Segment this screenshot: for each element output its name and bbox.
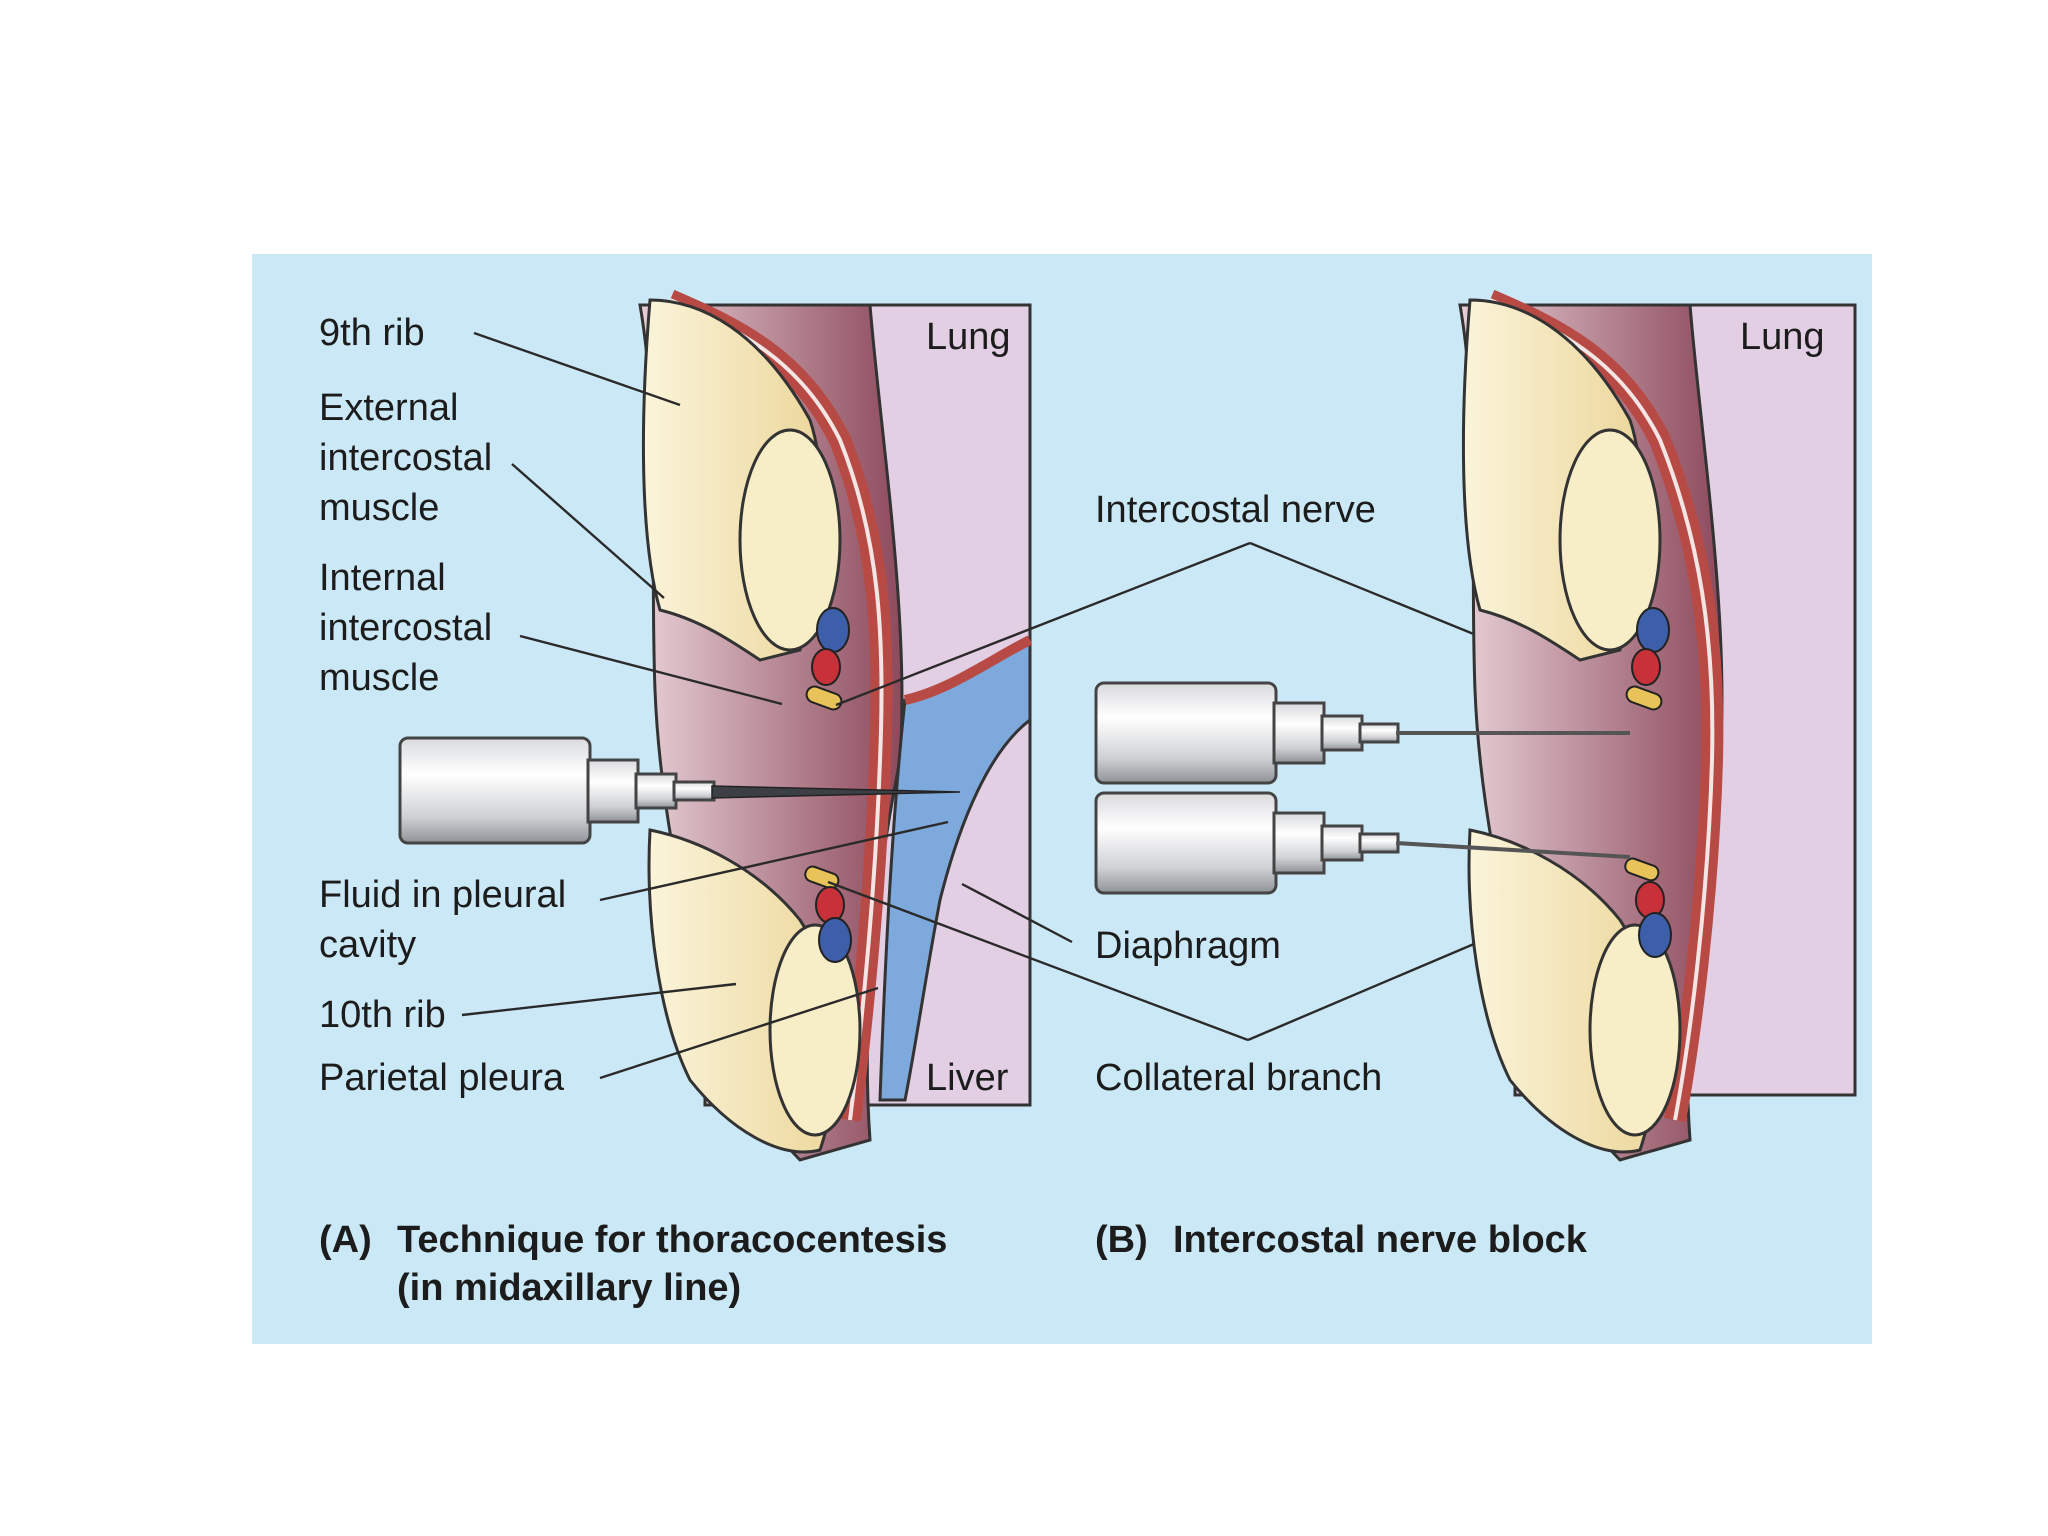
panel-a-illustration <box>398 289 1033 1162</box>
panel-b-illustration <box>1094 289 1857 1162</box>
syringe-b-upper <box>1094 681 1630 785</box>
caption-b-letter: (B) <box>1095 1219 1148 1261</box>
label-liver: Liver <box>926 1057 1009 1099</box>
artery-upper-b <box>1631 648 1661 686</box>
artery-upper-a <box>811 648 841 686</box>
nerve-lower-b <box>1624 857 1660 882</box>
label-internal-intercostal-muscle-line-2: intercostal <box>319 607 493 649</box>
caption-a: (A) Technique for thoracocentesis <box>319 1216 947 1264</box>
label-fluid-in-pleural-cavity-line-1: Fluid in pleural <box>319 874 567 916</box>
label-ninth-rib: 9th rib <box>319 312 425 354</box>
vein-upper-a <box>816 607 850 653</box>
label-diaphragm: Diaphragm <box>1095 925 1281 967</box>
vein-lower-a <box>818 917 852 963</box>
caption-a-second-line: (in midaxillary line) <box>397 1264 741 1312</box>
ninth-rib-cross-section-a <box>738 428 842 652</box>
syringe-b-lower <box>1094 791 1631 895</box>
label-lung-b: Lung <box>1740 316 1825 358</box>
label-intercostal-nerve: Intercostal nerve <box>1095 489 1376 531</box>
caption-b-line-1: Intercostal nerve block <box>1173 1219 1587 1261</box>
caption-a-line-2: (in midaxillary line) <box>397 1267 742 1309</box>
diaphragm-a <box>903 635 1033 705</box>
label-external-intercostal-muscle-line-2: intercostal <box>319 437 493 479</box>
label-parietal-pleura: Parietal pleura <box>319 1057 565 1099</box>
caption-a-line-1: Technique for thoracocentesis <box>397 1219 948 1261</box>
vein-upper-b <box>1636 607 1670 653</box>
leader-lines-a <box>461 331 949 1080</box>
label-fluid-in-pleural-cavity-line-2: cavity <box>319 924 417 966</box>
tenth-rib-cross-section-b <box>1588 923 1682 1137</box>
label-collateral-branch: Collateral branch <box>1095 1057 1383 1099</box>
label-external-intercostal-muscle-line-3: muscle <box>319 487 440 529</box>
artery-lower-a <box>815 886 845 924</box>
label-internal-intercostal-muscle-line-3: muscle <box>319 657 440 699</box>
tenth-rib-cross-section-a <box>768 923 862 1137</box>
vein-lower-b <box>1638 912 1672 958</box>
label-internal-intercostal-muscle-line-1: Internal <box>319 557 446 599</box>
label-external-intercostal-muscle-line-1: External <box>319 387 459 429</box>
label-tenth-rib: 10th rib <box>319 994 446 1036</box>
artery-lower-b <box>1635 881 1665 919</box>
caption-b: (B) Intercostal nerve block <box>1095 1216 1587 1264</box>
syringe-a <box>398 736 961 845</box>
label-lung-a: Lung <box>926 316 1011 358</box>
nerve-upper-b <box>1625 685 1663 711</box>
caption-a-letter: (A) <box>319 1219 372 1261</box>
ninth-rib-cross-section-b <box>1558 428 1662 652</box>
